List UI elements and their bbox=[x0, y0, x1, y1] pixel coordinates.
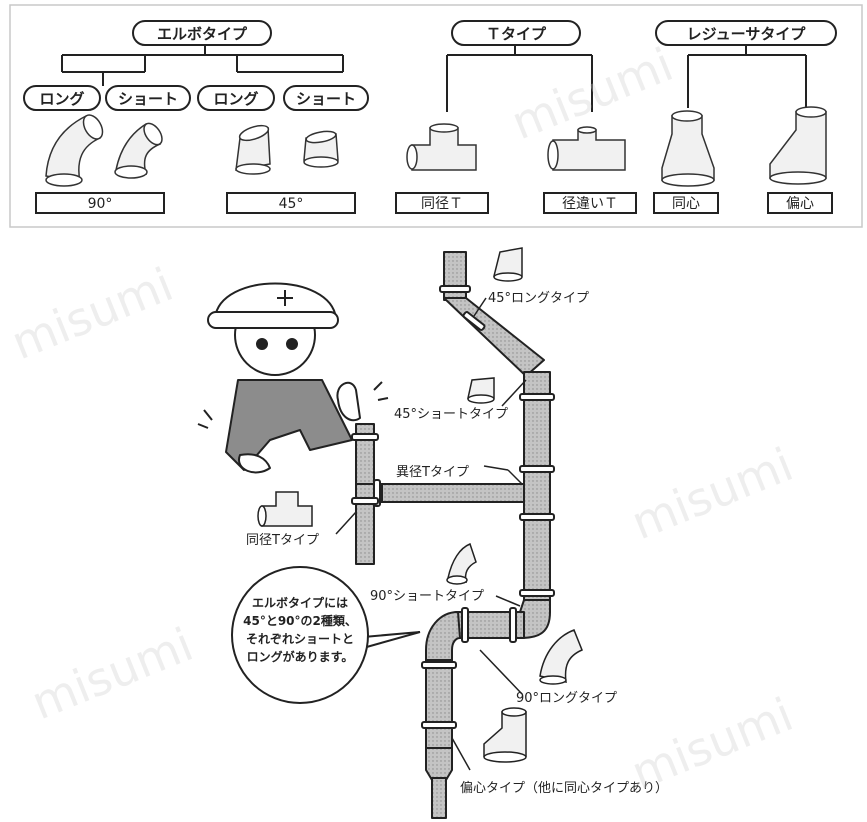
concentric-box bbox=[653, 192, 719, 214]
label-90-long: 90°ロングタイプ bbox=[516, 691, 617, 706]
fitting-90-long-icon bbox=[539, 629, 583, 685]
bubble-line-3: それぞれショートと bbox=[246, 632, 354, 646]
worker-illustration bbox=[197, 282, 389, 474]
eccentric-reducer-icon bbox=[769, 106, 827, 185]
angle-45-label: 45° bbox=[279, 196, 304, 212]
fitting-45-short-icon bbox=[467, 377, 495, 404]
fitting-90-short-icon bbox=[446, 543, 477, 585]
short-label-2: ショート bbox=[296, 90, 356, 108]
reducer-group bbox=[687, 44, 807, 108]
concentric-label: 同心 bbox=[672, 196, 700, 212]
elbow-45-long-icon bbox=[235, 124, 271, 175]
short-pill-1 bbox=[105, 85, 191, 111]
equal-tee-icon bbox=[406, 123, 477, 171]
tee-type-label: Ｔタイプ bbox=[486, 25, 547, 43]
equal-tee-label: 同径Ｔ bbox=[421, 196, 463, 212]
bubble-line-4: ロングがあります。 bbox=[247, 649, 354, 664]
concentric-reducer-icon bbox=[661, 110, 715, 187]
elbow-45-short-icon bbox=[303, 130, 339, 168]
label-equal-tee: 同径Tタイプ bbox=[246, 533, 319, 548]
reducer-type-label: レジューサタイプ bbox=[687, 25, 807, 43]
watermark-5: misumi bbox=[624, 687, 800, 800]
watermark-3: misumi bbox=[624, 437, 800, 550]
long-label-1: ロング bbox=[39, 90, 84, 108]
label-45-long: 45°ロングタイプ bbox=[488, 291, 589, 306]
long-label-2: ロング bbox=[213, 90, 258, 108]
label-45-short: 45°ショートタイプ bbox=[394, 407, 508, 422]
reducing-tee-label: 径違いＴ bbox=[562, 196, 618, 212]
fitting-eccentric-icon bbox=[483, 707, 527, 763]
label-90-short: 90°ショートタイプ bbox=[370, 589, 484, 604]
bubble-line-2: 45°と90°の2種類、 bbox=[243, 613, 357, 628]
fitting-45-long-icon bbox=[493, 247, 523, 282]
elbow-90-short-icon bbox=[114, 122, 163, 179]
fitting-equal-tee-icon bbox=[257, 491, 313, 527]
elbow-group bbox=[61, 44, 344, 86]
watermark-4: misumi bbox=[24, 617, 200, 730]
elbow-type-pill bbox=[132, 20, 272, 46]
long-pill-2 bbox=[197, 85, 275, 111]
tee-group bbox=[446, 44, 593, 112]
reducer-type-pill bbox=[655, 20, 837, 46]
reducing-tee-box bbox=[543, 192, 637, 214]
label-eccentric: 偏心タイプ（他に同心タイプあり） bbox=[460, 781, 668, 796]
elbow-type-label: エルボタイプ bbox=[157, 25, 248, 43]
tee-type-pill bbox=[451, 20, 581, 46]
angle-90-box bbox=[35, 192, 165, 214]
pipe-joints bbox=[351, 285, 555, 729]
short-pill-2 bbox=[283, 85, 369, 111]
long-pill-1 bbox=[23, 85, 101, 111]
equal-tee-box bbox=[395, 192, 489, 214]
watermark-1: misumi bbox=[4, 257, 180, 370]
piping-system bbox=[355, 251, 551, 819]
eccentric-label: 偏心 bbox=[786, 196, 814, 212]
reducing-tee-icon bbox=[547, 126, 626, 171]
elbow-90-long-icon bbox=[45, 114, 104, 187]
speech-bubble bbox=[231, 566, 421, 704]
angle-45-box bbox=[226, 192, 356, 214]
angle-90-label: 90° bbox=[88, 196, 113, 212]
short-label-1: ショート bbox=[118, 90, 178, 108]
bubble-line-1: エルボタイプには bbox=[252, 595, 348, 610]
label-reducing-tee: 異径Tタイプ bbox=[396, 465, 469, 480]
eccentric-box bbox=[767, 192, 833, 214]
leader-lines bbox=[335, 297, 527, 771]
